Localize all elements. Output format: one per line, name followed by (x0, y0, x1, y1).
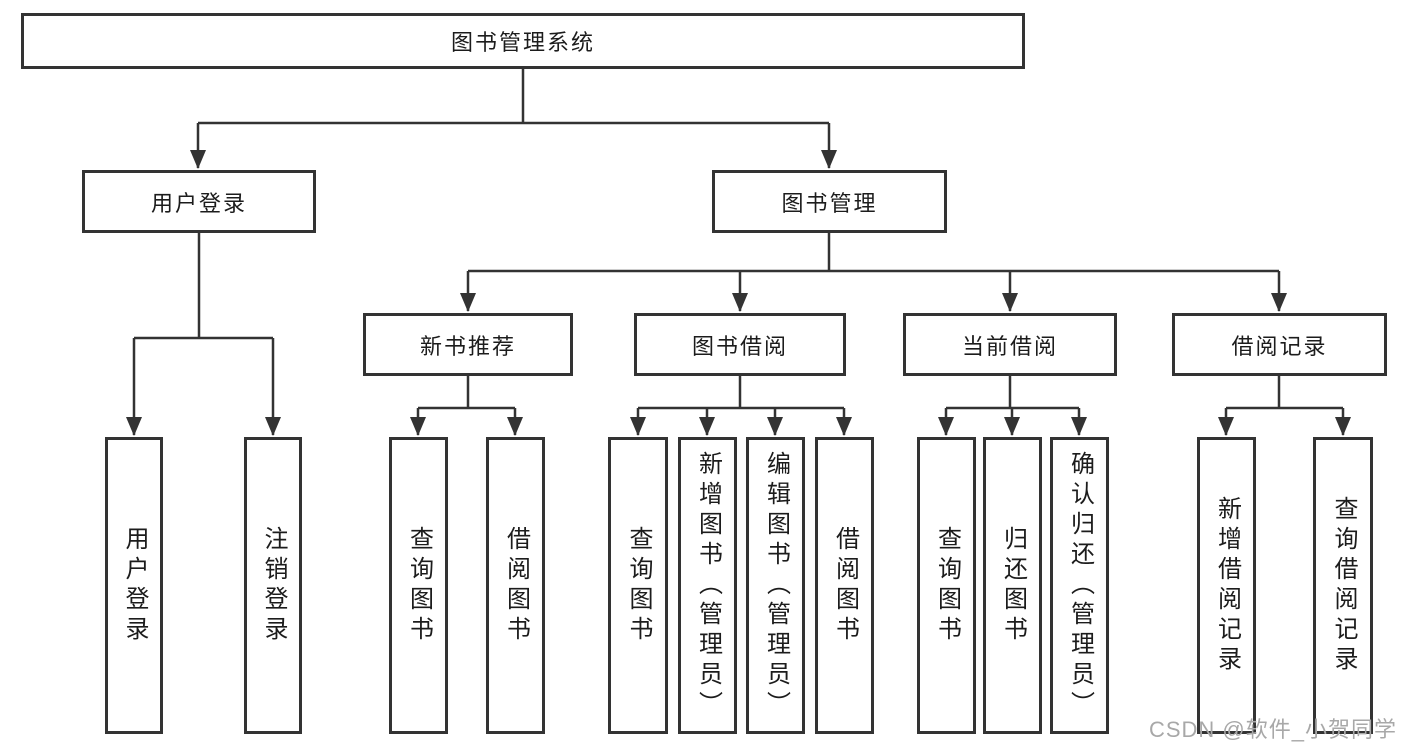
node-label: 新增借阅记录 (1213, 495, 1241, 676)
node-label: 注销登录 (260, 525, 287, 646)
node-label: 新书推荐 (419, 333, 516, 359)
node-label: 图书管理 (781, 190, 878, 216)
node-label: 查询图书 (933, 525, 961, 646)
node-borrowing-records: 借阅记录 (1172, 313, 1387, 376)
node-leaf-return-books: 归还图书 (983, 437, 1042, 734)
node-book-management: 图书管理 (712, 170, 947, 233)
node-leaf-query-books-current: 查询图书 (917, 437, 976, 734)
node-leaf-user-login: 用户登录 (105, 437, 163, 734)
node-leaf-borrow-books: 借阅图书 (815, 437, 874, 734)
node-label: 查询图书 (625, 525, 652, 646)
node-leaf-borrow-books-rec: 借阅图书 (486, 437, 545, 734)
node-library-management-system: 图书管理系统 (21, 13, 1025, 69)
node-label: 查询图书 (405, 525, 433, 646)
node-leaf-add-borrow-record: 新增借阅记录 (1197, 437, 1256, 734)
node-current-borrowing: 当前借阅 (903, 313, 1117, 376)
node-label: 编辑图书（管理员） (762, 450, 790, 721)
node-label: 借阅图书 (502, 525, 530, 646)
node-label: 当前借阅 (961, 333, 1058, 359)
node-label: 查询借阅记录 (1330, 495, 1357, 676)
node-label: 图书借阅 (691, 333, 788, 359)
node-leaf-query-books-rec: 查询图书 (389, 437, 448, 734)
node-user-login: 用户登录 (82, 170, 316, 233)
csdn-watermark: CSDN @软件_小贺同学 (1148, 717, 1397, 742)
node-label: 用户登录 (150, 190, 247, 216)
node-new-book-recommendation: 新书推荐 (363, 313, 573, 376)
node-label: 图书管理系统 (450, 30, 595, 55)
node-label: 借阅图书 (831, 525, 859, 646)
node-label: 借阅记录 (1231, 333, 1328, 359)
node-leaf-edit-books-admin: 编辑图书（管理员） (746, 437, 805, 734)
node-leaf-confirm-return-admin: 确认归还（管理员） (1050, 437, 1109, 734)
node-label: 新增图书（管理员） (694, 450, 722, 721)
node-leaf-logout: 注销登录 (244, 437, 302, 734)
node-label: 归还图书 (999, 525, 1027, 646)
node-book-borrowing: 图书借阅 (634, 313, 846, 376)
node-leaf-add-books-admin: 新增图书（管理员） (678, 437, 737, 734)
node-label: 用户登录 (121, 525, 148, 646)
node-label: 确认归还（管理员） (1066, 450, 1094, 721)
node-leaf-query-books-borrow: 查询图书 (608, 437, 668, 734)
node-leaf-query-borrow-record: 查询借阅记录 (1313, 437, 1373, 734)
